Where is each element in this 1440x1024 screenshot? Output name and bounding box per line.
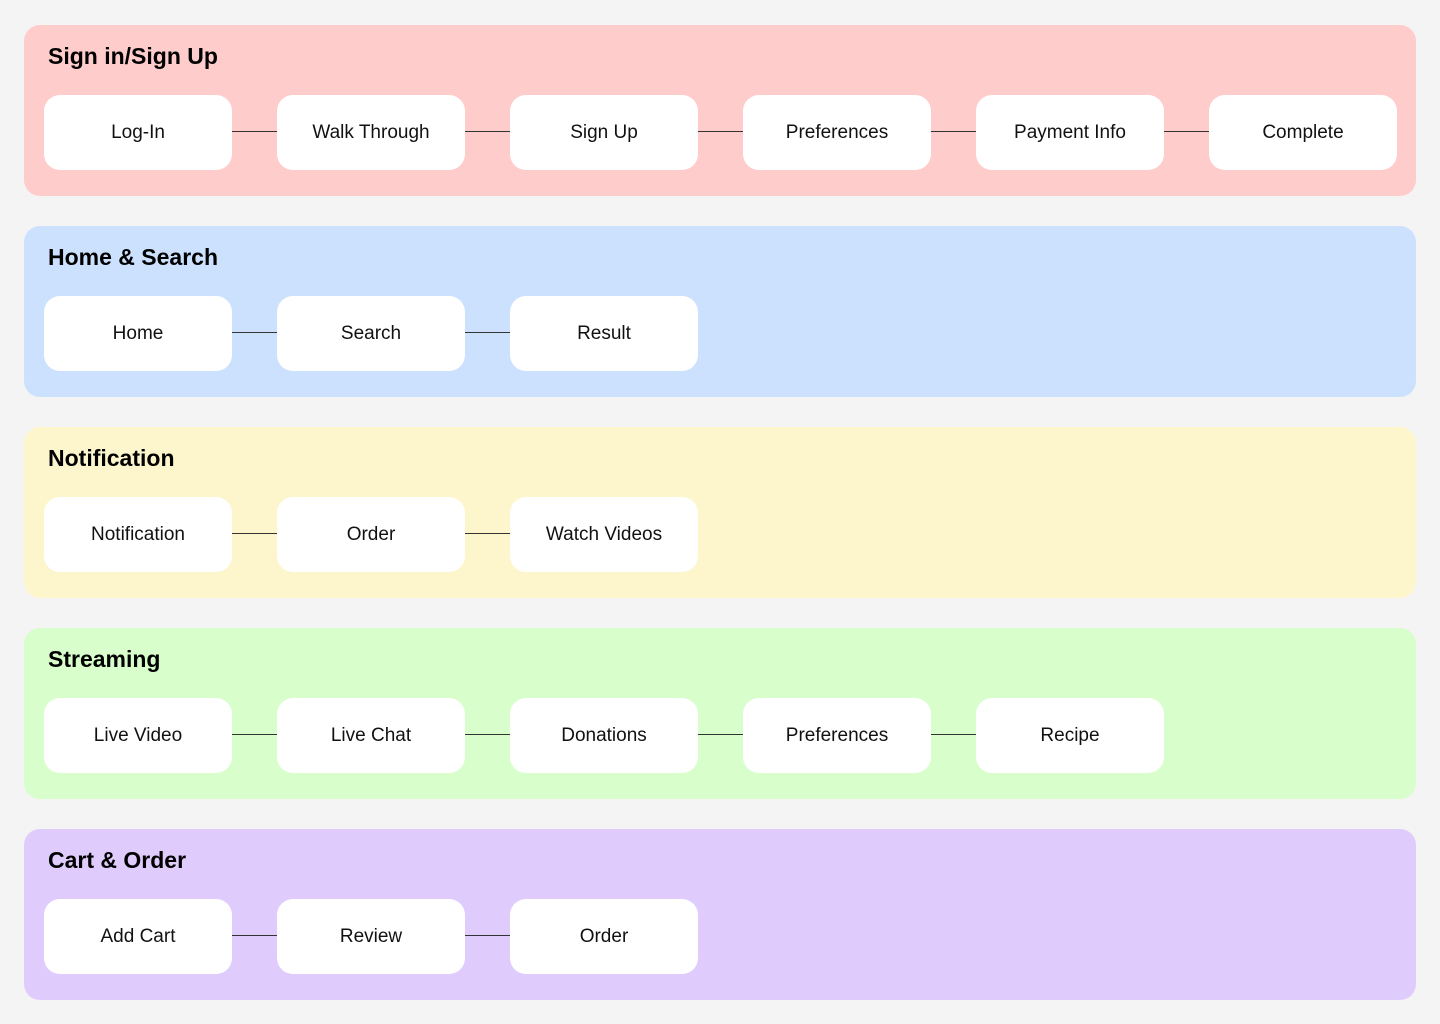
step-node[interactable]: Walk Through: [277, 95, 465, 170]
step-node[interactable]: Review: [277, 899, 465, 974]
step-node[interactable]: Order: [277, 497, 465, 572]
step-node[interactable]: Preferences: [743, 95, 931, 170]
flow-title: Notification: [48, 445, 175, 471]
flow-title: Cart & Order: [48, 847, 187, 873]
flow-notification: Notification Notification Order Watch Vi…: [24, 427, 1416, 598]
connector-line: [931, 734, 976, 735]
flow-title: Home & Search: [48, 244, 219, 270]
connector-line: [232, 131, 277, 132]
connector-line: [232, 332, 277, 333]
connector-line: [232, 533, 277, 534]
step-node[interactable]: Preferences: [743, 698, 931, 773]
step-node[interactable]: Order: [510, 899, 698, 974]
step-node[interactable]: Live Video: [44, 698, 232, 773]
step-node[interactable]: Sign Up: [510, 95, 698, 170]
step-node[interactable]: Log-In: [44, 95, 232, 170]
step-node[interactable]: Live Chat: [277, 698, 465, 773]
flow-title: Streaming: [48, 646, 161, 672]
flow-streaming: Streaming Live Video Live Chat Donations…: [24, 628, 1416, 799]
connector-line: [465, 131, 510, 132]
flow-home-search: Home & Search Home Search Result: [24, 226, 1416, 397]
connector-line: [465, 935, 510, 936]
connector-line: [465, 734, 510, 735]
step-node[interactable]: Notification: [44, 497, 232, 572]
connector-line: [232, 935, 277, 936]
step-node[interactable]: Home: [44, 296, 232, 371]
step-node[interactable]: Search: [277, 296, 465, 371]
step-node[interactable]: Watch Videos: [510, 497, 698, 572]
step-node[interactable]: Complete: [1209, 95, 1397, 170]
step-node[interactable]: Recipe: [976, 698, 1164, 773]
flow-title: Sign in/Sign Up: [48, 43, 218, 69]
step-node[interactable]: Add Cart: [44, 899, 232, 974]
connector-line: [698, 734, 743, 735]
connector-line: [931, 131, 976, 132]
step-node[interactable]: Payment Info: [976, 95, 1164, 170]
connector-line: [1164, 131, 1209, 132]
flow-sign-in-sign-up: Sign in/Sign Up Log-In Walk Through Sign…: [24, 25, 1416, 196]
connector-line: [465, 533, 510, 534]
connector-line: [465, 332, 510, 333]
step-node[interactable]: Result: [510, 296, 698, 371]
flow-cart-order: Cart & Order Add Cart Review Order: [24, 829, 1416, 1000]
connector-line: [232, 734, 277, 735]
step-node[interactable]: Donations: [510, 698, 698, 773]
connector-line: [698, 131, 743, 132]
